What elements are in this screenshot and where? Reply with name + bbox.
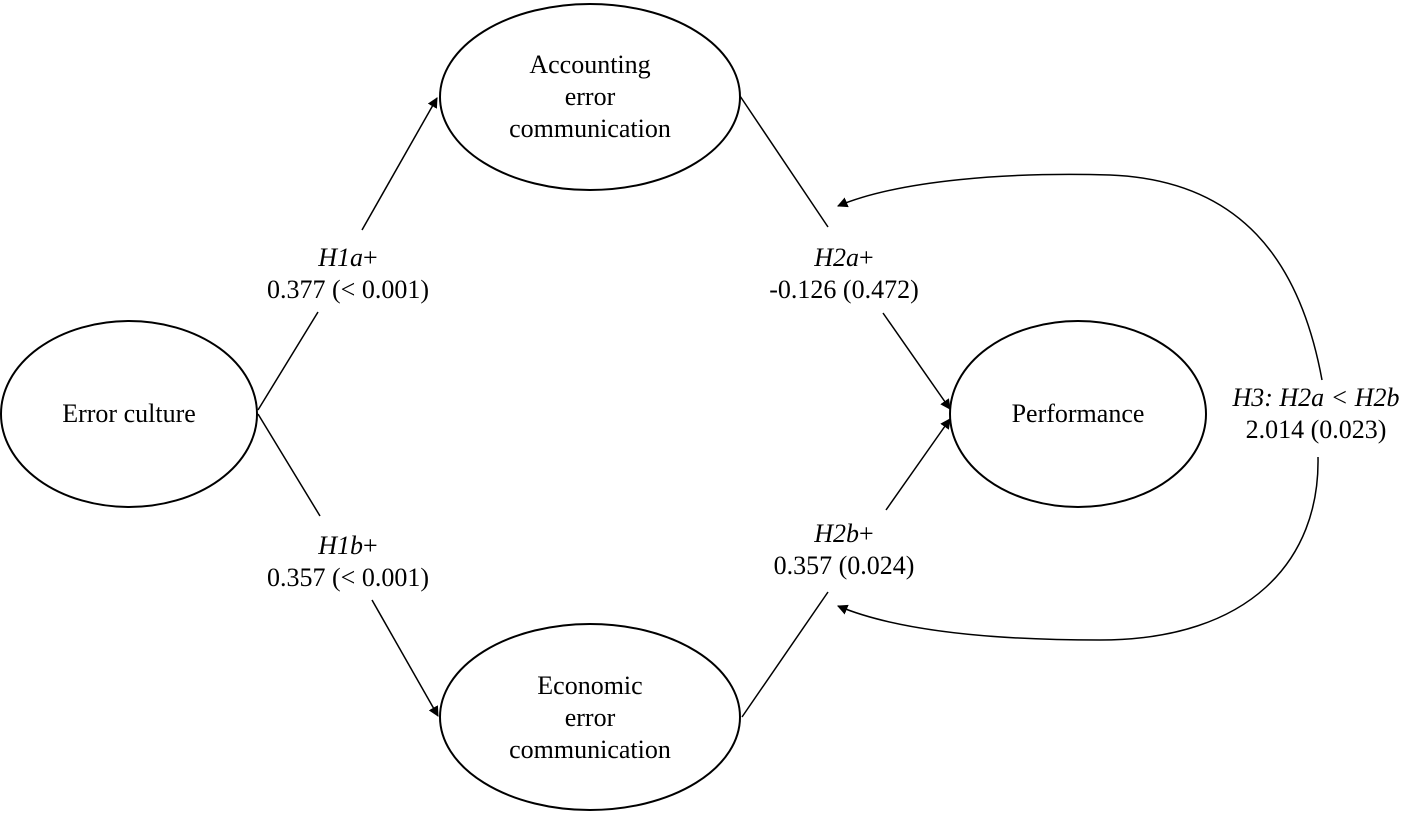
error-culture-label: Error culture [29,398,229,430]
performance-text: Performance [1011,399,1145,428]
h2a-hypothesis: H2a [814,243,860,272]
path-h1b-upper [257,413,321,517]
h2b-label: H2b+ 0.357 (0.024) [734,518,954,582]
h2b-stat: 0.357 (0.024) [773,551,915,580]
node-performance [949,320,1207,508]
h2b-sign: + [859,519,874,548]
h1b-label: H1b+ 0.357 (< 0.001) [238,530,458,594]
h1b-stat: 0.357 (< 0.001) [267,563,429,592]
h1a-stat: 0.377 (< 0.001) [267,275,429,304]
path-h2b-upper [885,418,951,511]
h1b-sign: + [363,531,378,560]
h3-stat: 2.014 (0.023) [1245,415,1387,444]
economic-line-2: error [564,703,616,732]
accounting-line-3: communication [509,114,671,143]
h3-label: H3: H2a < H2b 2.014 (0.023) [1226,382,1406,446]
path-h2a-lower [882,312,951,410]
performance-label: Performance [978,398,1178,430]
path-h1a-lower [257,311,319,411]
h2a-sign: + [859,243,874,272]
path-h3-upper [837,173,1323,381]
h1b-hypothesis: H1b [318,531,364,560]
economic-line-1: Economic [537,671,643,700]
economic-line-3: communication [509,735,671,764]
accounting-line-1: Accounting [529,50,651,79]
node-economic-error-communication [439,623,741,811]
h1a-hypothesis: H1a [318,243,364,272]
error-culture-text: Error culture [62,399,196,428]
h3-hypothesis: H3: H2a < H2b [1232,383,1400,412]
economic-label: Economic error communication [470,670,710,766]
path-h3-lower [837,456,1319,641]
h2a-label: H2a+ -0.126 (0.472) [734,242,954,306]
accounting-label: Accounting error communication [470,49,710,145]
accounting-line-2: error [564,82,616,111]
h1a-label: H1a+ 0.377 (< 0.001) [238,242,458,306]
node-error-culture [0,320,258,508]
h1a-sign: + [363,243,378,272]
path-h1a-upper [361,97,438,231]
path-h1b-lower [371,599,439,717]
path-h2b-lower [741,591,829,718]
path-h2a-upper [739,95,829,228]
h2b-hypothesis: H2b [814,519,860,548]
h2a-stat: -0.126 (0.472) [769,275,919,304]
